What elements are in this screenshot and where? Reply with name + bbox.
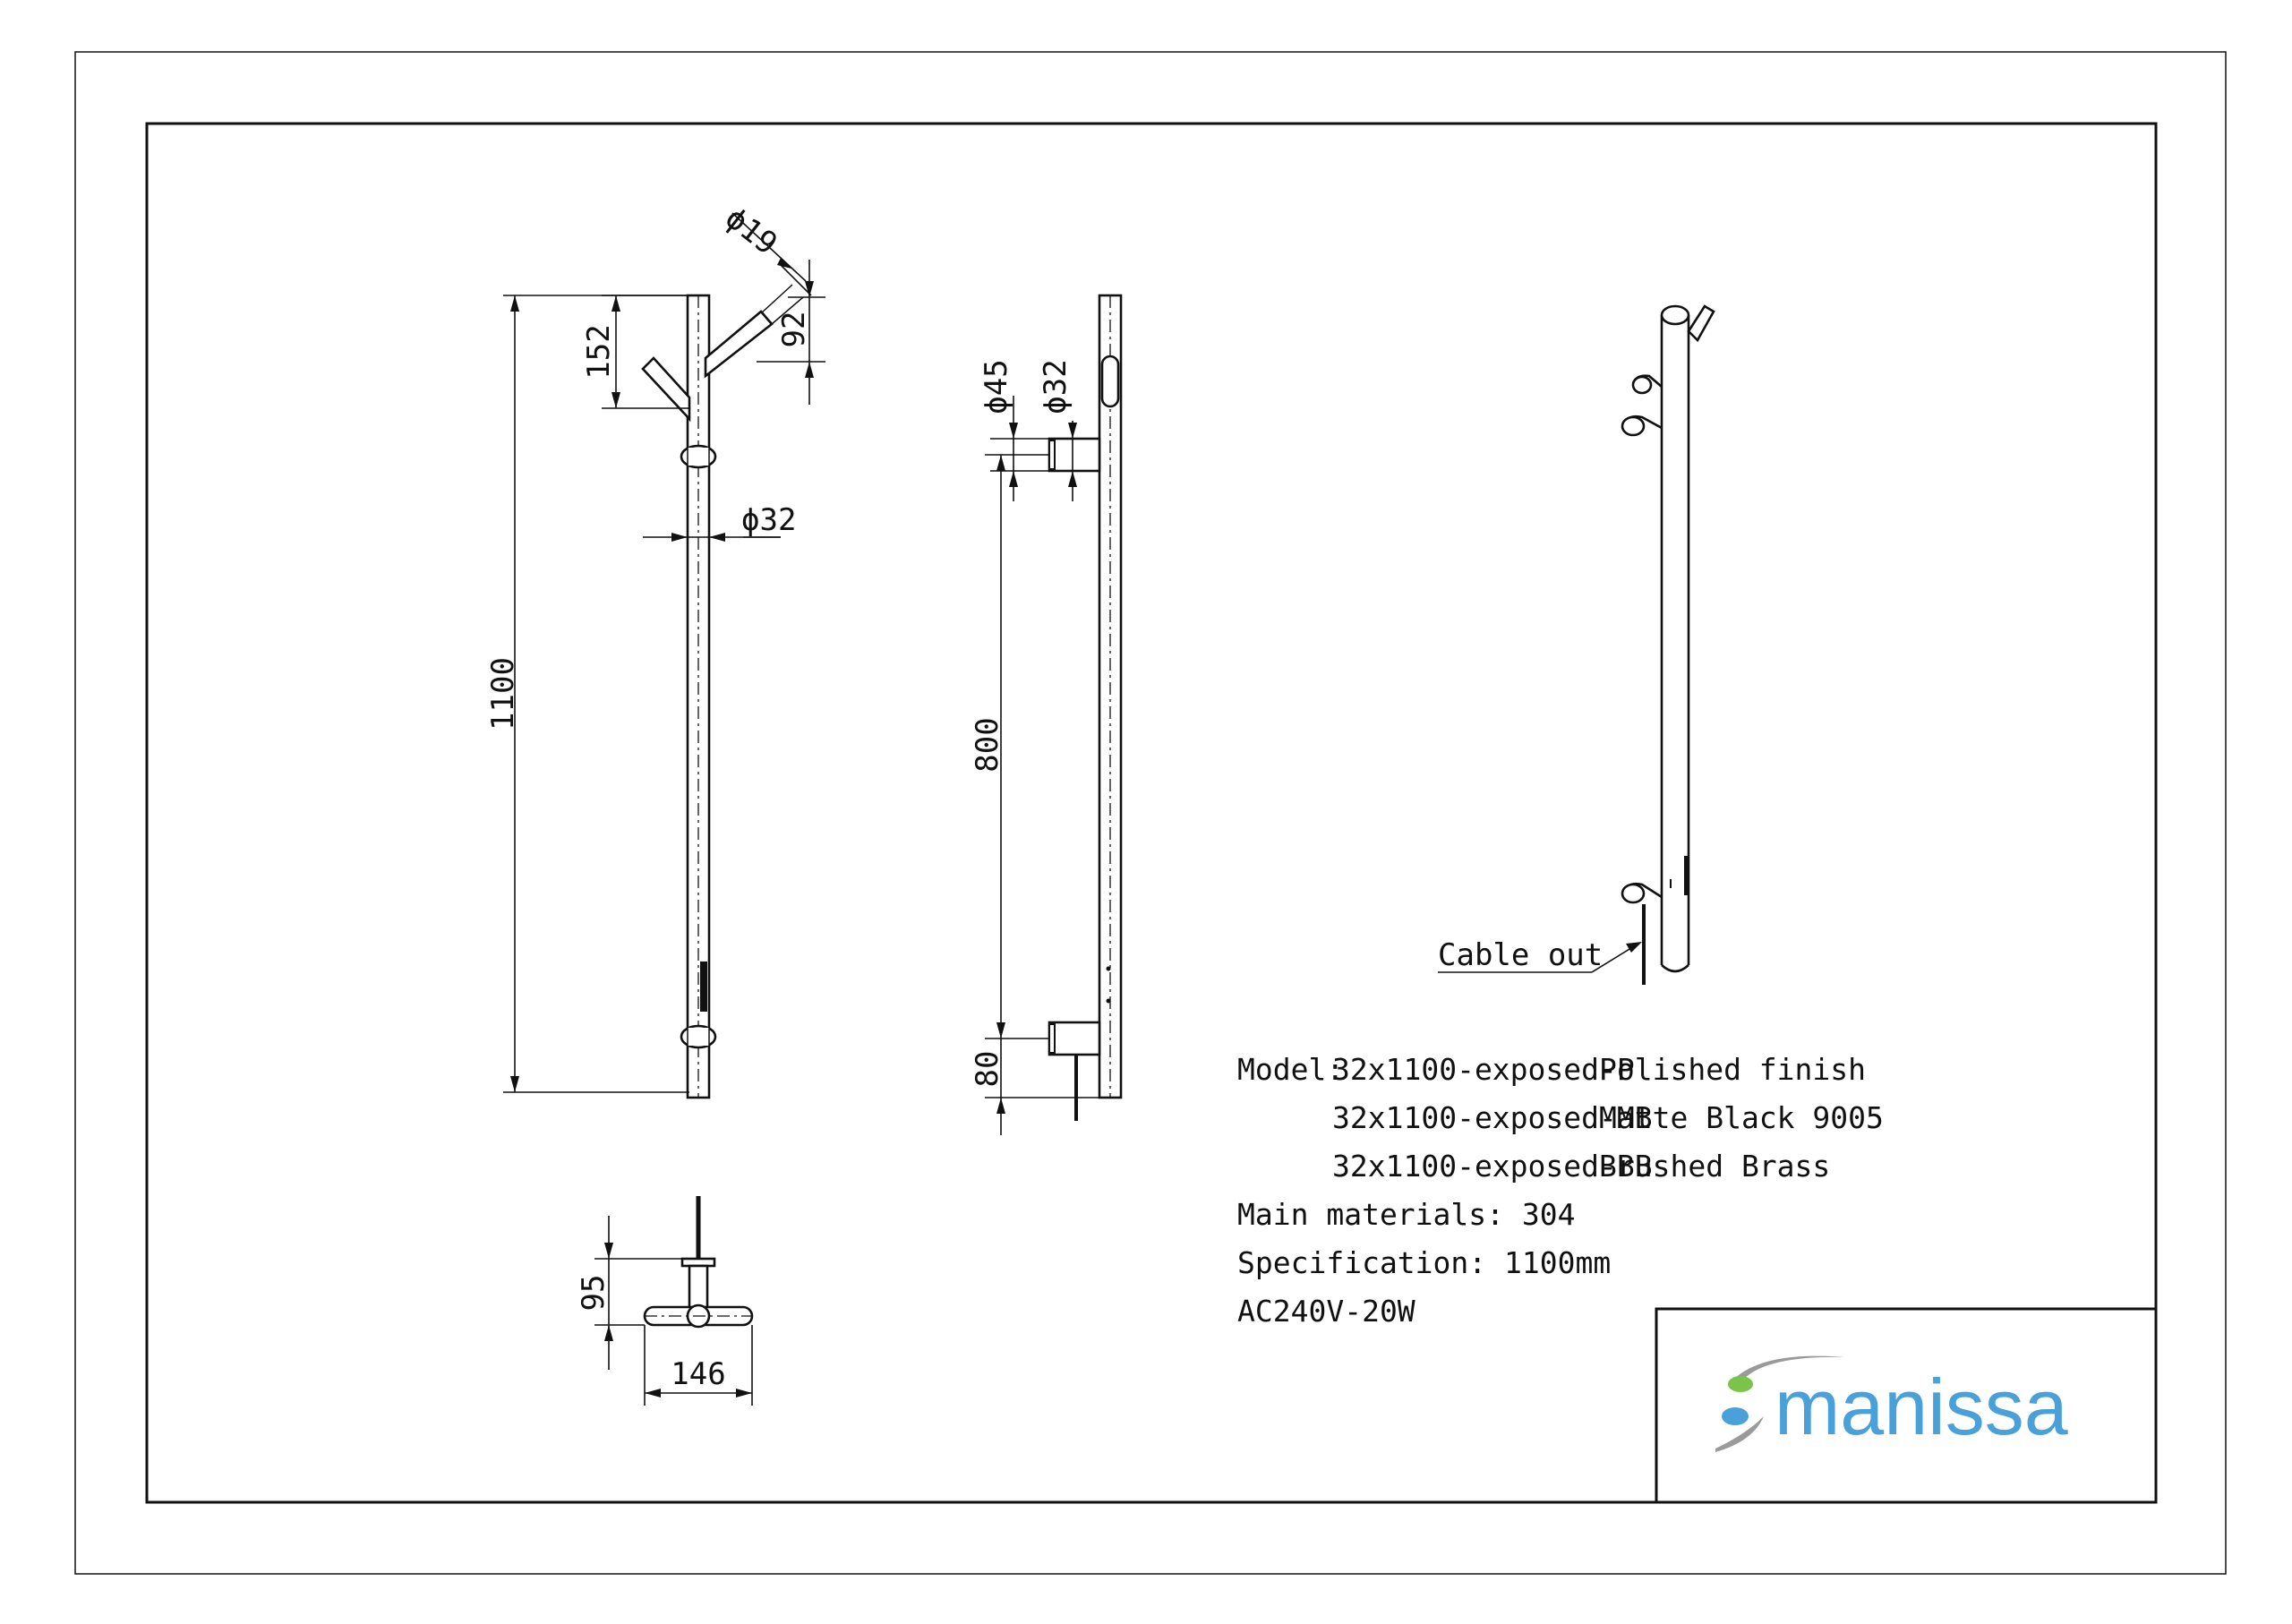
iso-view: Cable out <box>1438 304 1715 985</box>
dim-pipe-dia-front: ϕ32 <box>741 502 796 538</box>
iso-bracket-bottom <box>1621 883 1646 904</box>
iso-arm <box>1687 304 1715 343</box>
side-bracket-top <box>1048 437 1101 473</box>
model-finish-2: Matte Black 9005 <box>1599 1100 1884 1135</box>
title-box <box>1655 1307 2158 1504</box>
title-block: manissa <box>1655 1307 2158 1504</box>
side-view: ϕ45 ϕ32 800 80 <box>970 294 1123 1135</box>
specification-line: Specification: 1100mm <box>1237 1245 1611 1280</box>
inner-frame <box>145 122 2158 1504</box>
outer-frame <box>74 51 2227 1575</box>
brand-logo-icon <box>1715 1355 1844 1452</box>
model-finish-3: Brushed Brass <box>1599 1149 1830 1184</box>
dim-overall-height: 1100 <box>485 657 521 731</box>
dim-pipe-dia-side: ϕ32 <box>1038 359 1073 414</box>
front-cable-gland <box>700 962 707 1012</box>
model-code-1: 32x1100-exposed-P <box>1332 1052 1635 1087</box>
model-code-2: 32x1100-exposed-MB <box>1332 1100 1653 1135</box>
dim-bottom-offset: 80 <box>970 1051 1005 1088</box>
dim-width: 146 <box>671 1356 725 1392</box>
power-line: AC240V-20W <box>1237 1294 1415 1329</box>
iso-pipe-top <box>1660 304 1690 326</box>
dim-projection: 95 <box>576 1275 611 1312</box>
top-view: 95 146 <box>576 1196 754 1406</box>
dim-arm-rise: 92 <box>776 312 812 348</box>
brand-logo-text: manissa <box>1775 1363 2068 1451</box>
model-finish-1: Polished finish <box>1599 1052 1866 1087</box>
iso-bracket-top <box>1621 415 1646 437</box>
side-bracket-bottom <box>1048 1021 1101 1056</box>
materials-line: Main materials: 304 <box>1237 1197 1576 1232</box>
dim-bracket-spacing: 800 <box>970 717 1005 772</box>
front-view: 1100 152 ϕ32 ϕ19 92 <box>485 201 825 1099</box>
model-code-3: 32x1100-exposed-BB <box>1332 1149 1653 1184</box>
dim-arm-dia: ϕ19 <box>718 201 783 262</box>
front-arm-left <box>641 356 691 423</box>
dim-arm-offset: 152 <box>581 324 617 379</box>
model-label: Model: <box>1237 1052 1344 1087</box>
cable-out-label: Cable out <box>1438 937 1603 973</box>
spec-block: Model: 32x1100-exposed-P Polished finish… <box>1237 1052 1884 1329</box>
front-arm-right <box>704 310 774 379</box>
dim-flange-dia: ϕ45 <box>979 359 1014 414</box>
side-arm <box>1100 355 1120 408</box>
